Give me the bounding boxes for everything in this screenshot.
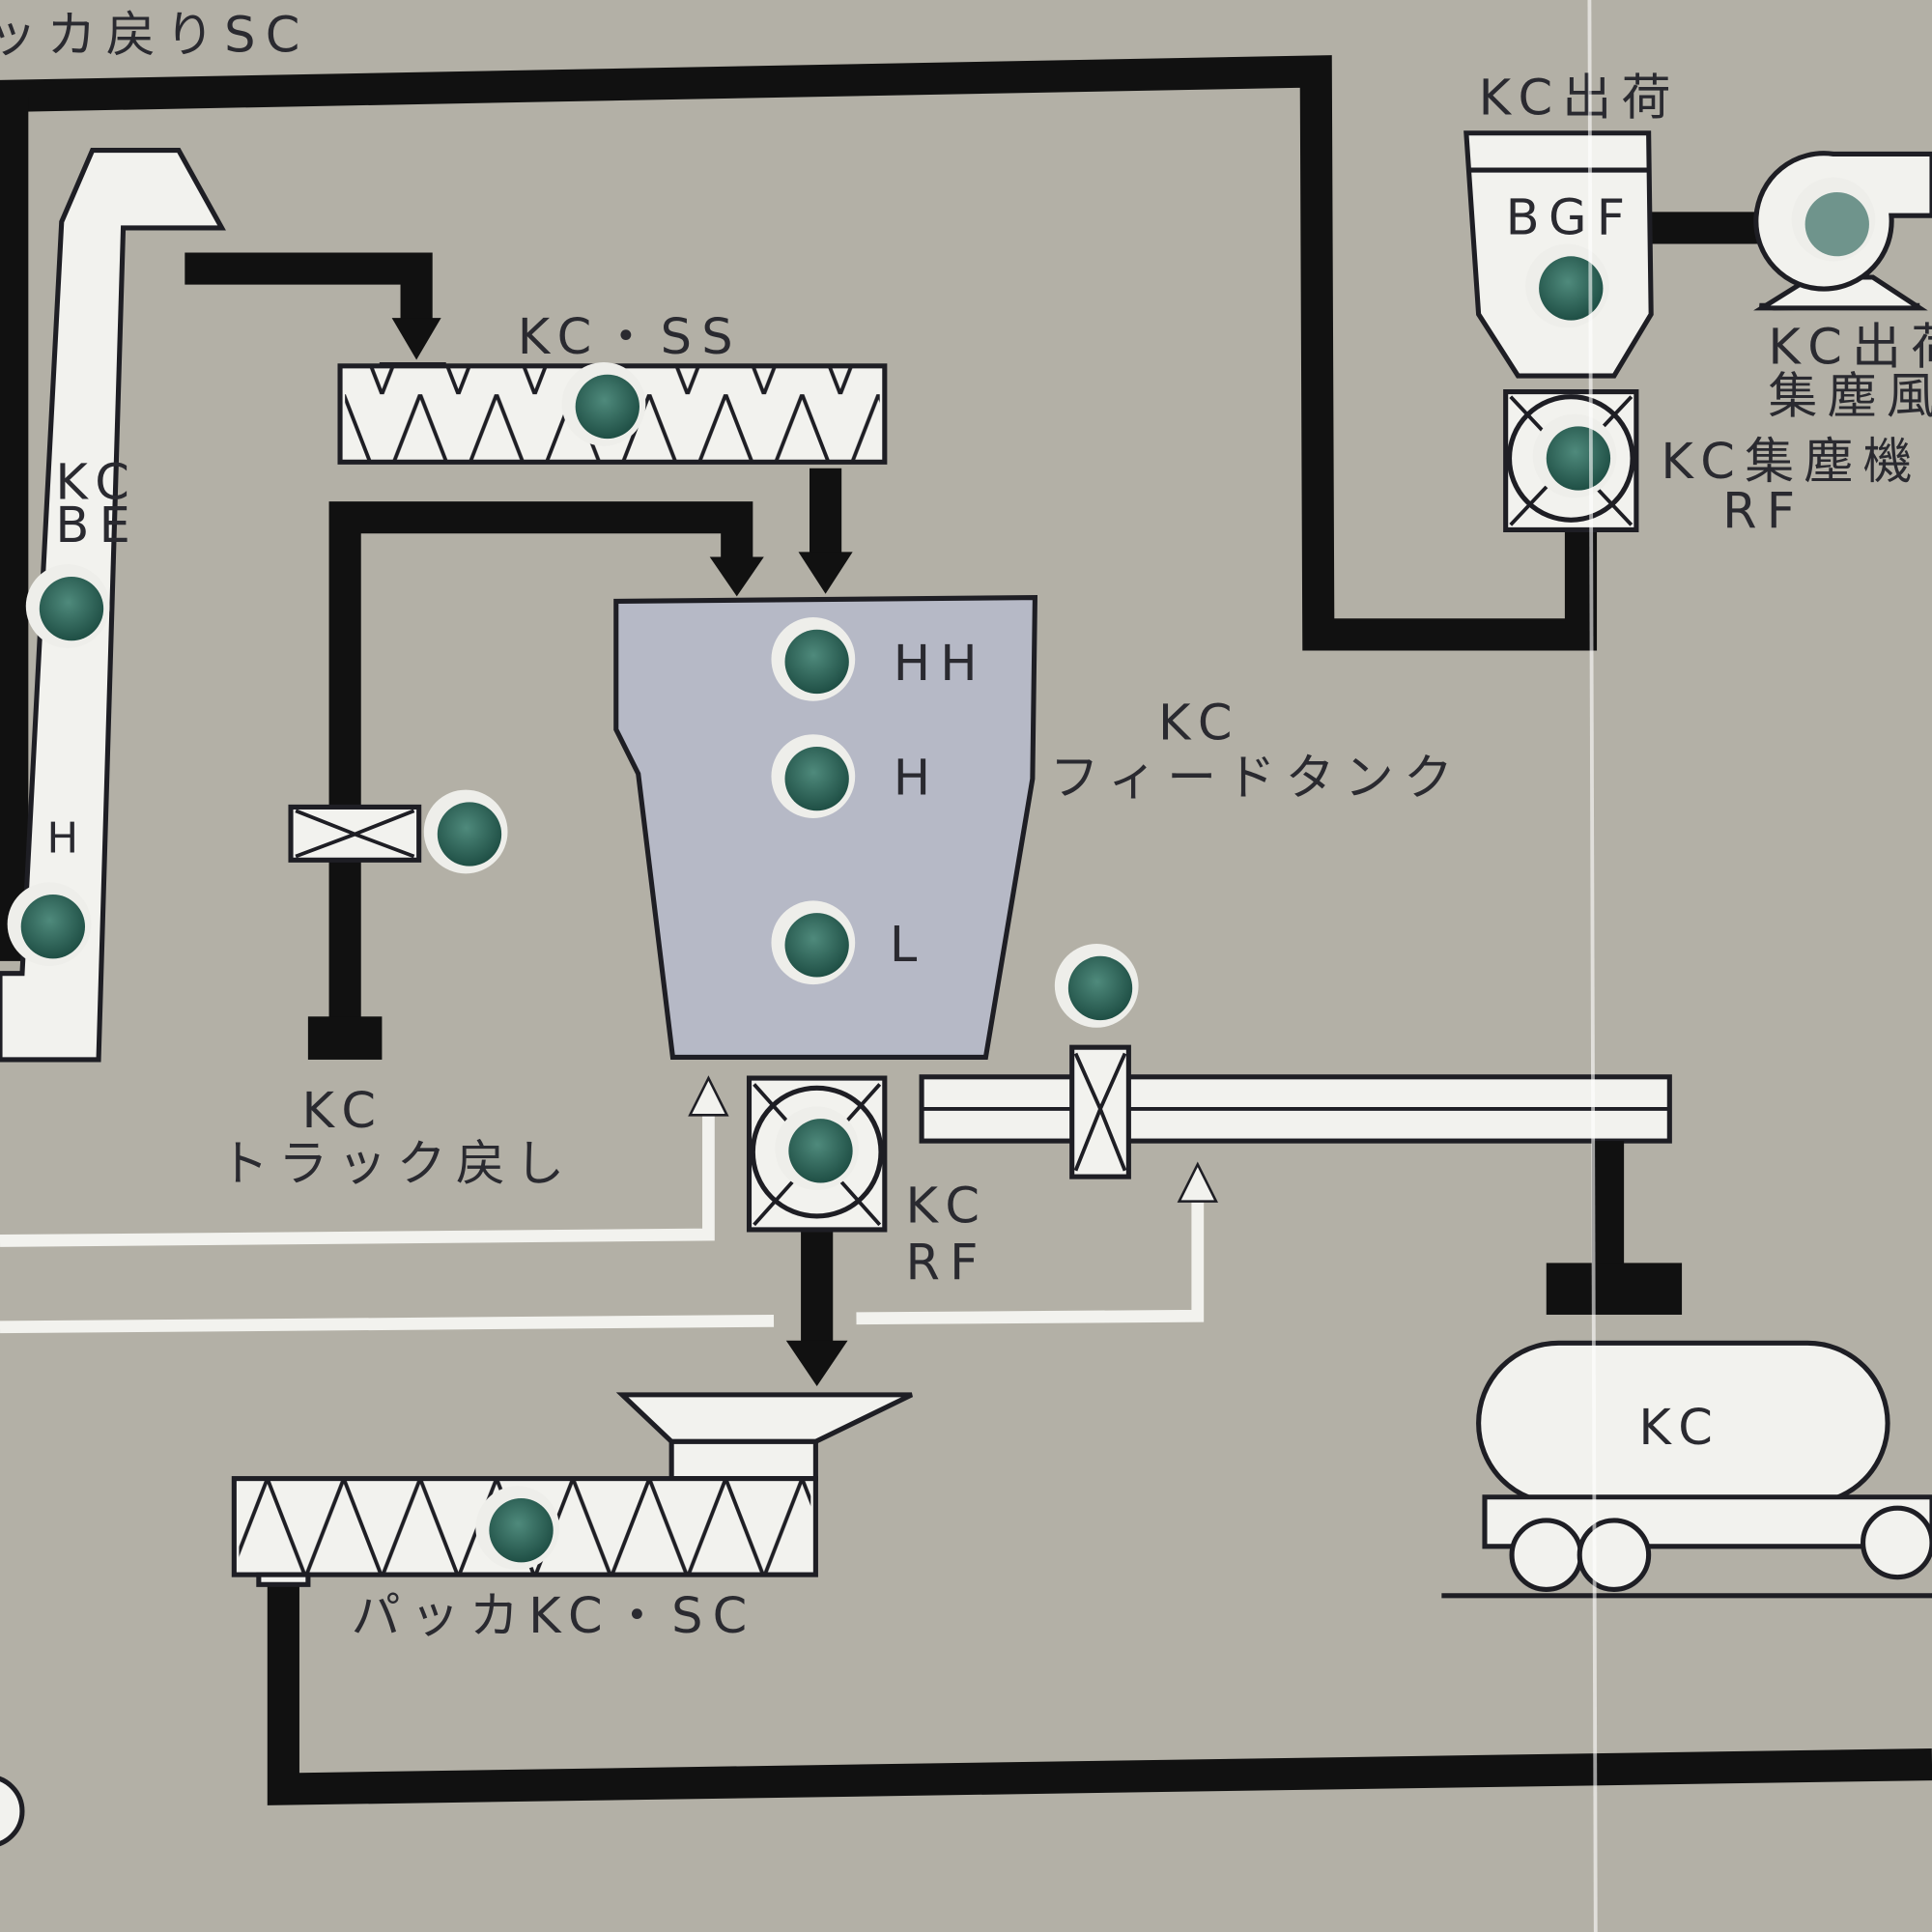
- arrow-head-icon: [391, 318, 441, 360]
- loading-spout: [1546, 1263, 1683, 1315]
- lamp-bgf: [1525, 243, 1609, 328]
- lamp-tank-hh: [771, 617, 856, 701]
- packer-sc-label: パッカKC・SC: [352, 1588, 757, 1645]
- glass-reflection: [1587, 0, 1598, 1932]
- top-left-label: ッカ戻りSC: [0, 8, 310, 65]
- lamp-truck-valve: [423, 789, 508, 874]
- lamp-loading-valve: [1054, 944, 1139, 1028]
- truck-return-line: [328, 501, 753, 1023]
- truck-return-valve: [288, 804, 422, 863]
- arrow-head-icon: [785, 1340, 848, 1386]
- tank-truck: KC: [1441, 1340, 1932, 1599]
- packer-screw-conveyor: パッカKC・SC: [231, 1392, 913, 1645]
- truck-return-label-1: KC: [302, 1083, 386, 1140]
- packer-return-line: [267, 1583, 1932, 1805]
- kc-feed-tank: HH H L: [613, 595, 1038, 1060]
- dust-rf-label-1: KC集塵機: [1661, 434, 1921, 491]
- bgf-label: BGF: [1506, 189, 1635, 246]
- feed-tank-label-1: KC: [1158, 695, 1242, 752]
- arrow-head-icon: [798, 552, 853, 594]
- partial-lamp: [0, 1776, 25, 1847]
- loading-valve: [1069, 1044, 1131, 1179]
- bucket-elevator: KC BE H: [0, 148, 226, 1063]
- truck-return-label-2: トラック戻し: [219, 1136, 574, 1193]
- be-level-label: H: [46, 815, 85, 864]
- lamp-dust-fan: [1791, 177, 1876, 262]
- be-label-1: KC: [55, 455, 139, 512]
- arrow-head-icon: [709, 556, 764, 597]
- lamp-dust-rf: [1532, 413, 1617, 498]
- arrow-up-icon: [1177, 1161, 1218, 1203]
- be-label-2: BE: [55, 497, 140, 554]
- level-label-hh: HH: [894, 636, 987, 693]
- lamp-tank-h: [771, 734, 856, 818]
- dust-fan-label-1: KC出荷: [1768, 319, 1932, 376]
- air-lines: [0, 1108, 1205, 1334]
- return-line: [0, 55, 1598, 651]
- level-label-h: H: [894, 751, 941, 808]
- indicator-lamps: [7, 177, 1876, 1570]
- lamp-packer-sc: [475, 1486, 560, 1570]
- kc-ss-label: KC・SS: [518, 309, 743, 366]
- lamp-tank-l: [771, 900, 856, 985]
- dust-rf-label-2: RF: [1722, 483, 1804, 540]
- lamp-be-h: [7, 882, 92, 966]
- arrow-up-icon: [688, 1075, 729, 1117]
- rf-label-1: KC: [906, 1178, 990, 1235]
- truck-label: KC: [1638, 1400, 1722, 1457]
- feed-tank-label-2: フィードタンク: [1050, 751, 1463, 808]
- lamp-rf: [775, 1106, 860, 1191]
- feed-arrow-line: [185, 252, 433, 321]
- rf-label-2: RF: [906, 1235, 988, 1292]
- lamp-kc-ss: [561, 362, 646, 446]
- level-label-l: L: [890, 917, 927, 974]
- lamp-be: [25, 564, 110, 648]
- bgf-title: KC出荷: [1479, 71, 1681, 128]
- dust-fan-label-2: 集塵風車: [1768, 368, 1932, 425]
- truck-return-block: [307, 1016, 383, 1060]
